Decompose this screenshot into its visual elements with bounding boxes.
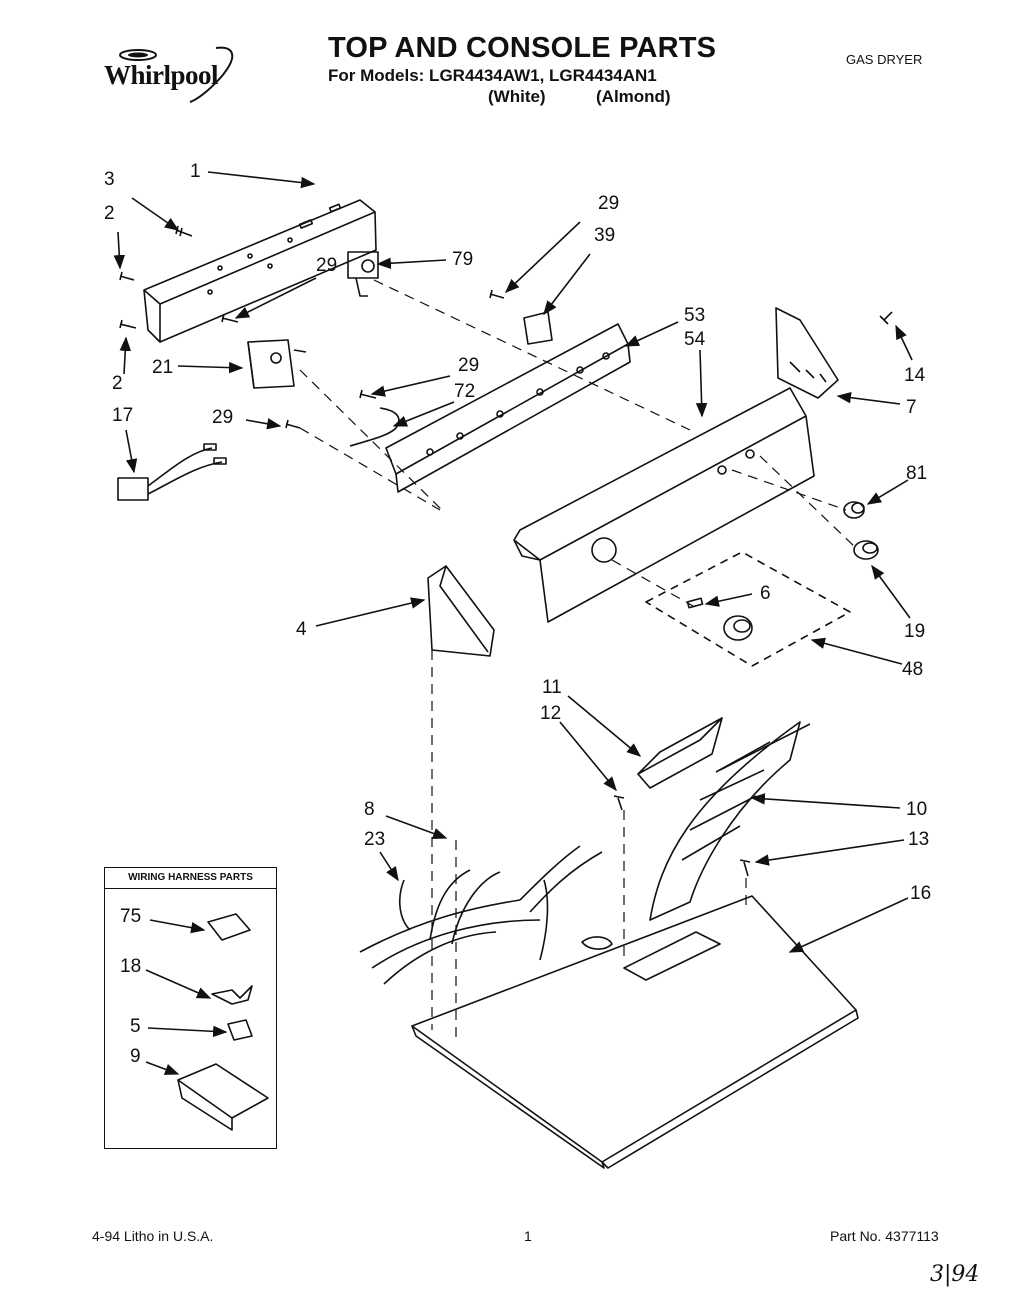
callout-17: 17 — [112, 405, 134, 426]
knob-part — [686, 501, 879, 641]
lint-screen-part — [649, 721, 811, 921]
legend-callout-9: 9 — [130, 1046, 141, 1067]
connector-5-part — [227, 1019, 253, 1041]
product-type: GAS DRYER — [846, 52, 923, 67]
top-panel-part — [411, 895, 859, 1169]
legend-callout-75: 75 — [120, 906, 142, 927]
callout-10: 10 — [906, 799, 928, 820]
callout-72: 72 — [454, 381, 476, 402]
callout-3: 3 — [104, 169, 115, 190]
logo-swirl-icon — [119, 46, 234, 103]
switch-part — [347, 251, 379, 297]
callout-21: 21 — [152, 357, 174, 378]
callout-39: 39 — [594, 225, 616, 246]
callout-53: 53 — [684, 305, 706, 326]
whirlpool-logo: Whirlpool — [104, 46, 268, 104]
knob-kit-outline — [645, 551, 851, 667]
leader-arrows — [113, 171, 913, 1075]
callout-2-upper: 2 — [104, 203, 115, 224]
callout-8: 8 — [364, 799, 375, 820]
brand-wordmark: Whirlpool — [104, 60, 219, 90]
callout-14: 14 — [904, 365, 926, 386]
lint-screen-cover-part — [637, 717, 723, 789]
callout-29-panel: 29 — [316, 255, 338, 276]
callout-13: 13 — [908, 829, 930, 850]
wire-harness-small-part — [117, 443, 227, 501]
callout-1: 1 — [190, 161, 201, 182]
footer-page-number: 1 — [524, 1228, 532, 1244]
assembly-lines — [299, 279, 857, 1040]
callout-16: 16 — [910, 883, 932, 904]
legend-callout-5: 5 — [130, 1016, 141, 1037]
legend-callout-18: 18 — [120, 956, 142, 977]
callout-6: 6 — [760, 583, 771, 604]
wiring-harness-legend: WIRING HARNESS PARTS — [104, 867, 277, 1149]
callout-12: 12 — [540, 703, 562, 724]
legend-title: WIRING HARNESS PARTS — [105, 868, 276, 889]
connector-75-part — [207, 913, 251, 941]
callout-7: 7 — [906, 397, 917, 418]
console-rail-part — [385, 323, 631, 493]
callout-81: 81 — [906, 463, 928, 484]
page-title: TOP AND CONSOLE PARTS — [328, 32, 717, 64]
connector-block-9-part — [177, 1063, 269, 1131]
callout-48: 48 — [902, 659, 924, 680]
footer-print-info: 4-94 Litho in U.S.A. — [92, 1228, 214, 1244]
wire-jumper-part — [349, 407, 400, 447]
callout-19: 19 — [904, 621, 926, 642]
terminal-18-part — [211, 985, 253, 1005]
console-panel-part — [513, 387, 815, 623]
callout-11: 11 — [542, 677, 562, 698]
main-wire-harness-part — [359, 845, 603, 985]
callout-29-top: 29 — [598, 193, 620, 214]
callout-29-left: 29 — [212, 407, 234, 428]
terminal-block-part — [523, 311, 553, 345]
control-panel-bracket-part — [143, 199, 377, 343]
console-end-cap-part — [775, 307, 839, 399]
models-line: For Models: LGR4434AW1, LGR4434AN1 — [328, 66, 657, 85]
callout-2-lower: 2 — [112, 373, 123, 394]
variant-almond: (Almond) — [596, 87, 671, 106]
callout-54: 54 — [684, 329, 706, 350]
footer-part-number: Part No. 4377113 — [830, 1228, 939, 1244]
variant-white: (White) — [488, 87, 546, 106]
callout-29-mid: 29 — [458, 355, 480, 376]
handwritten-note: 3|94 — [930, 1262, 980, 1287]
callout-23: 23 — [364, 829, 386, 850]
timer-part — [247, 339, 307, 389]
callout-4: 4 — [296, 619, 307, 640]
left-end-cap-part — [427, 565, 495, 657]
callout-79: 79 — [452, 249, 474, 270]
